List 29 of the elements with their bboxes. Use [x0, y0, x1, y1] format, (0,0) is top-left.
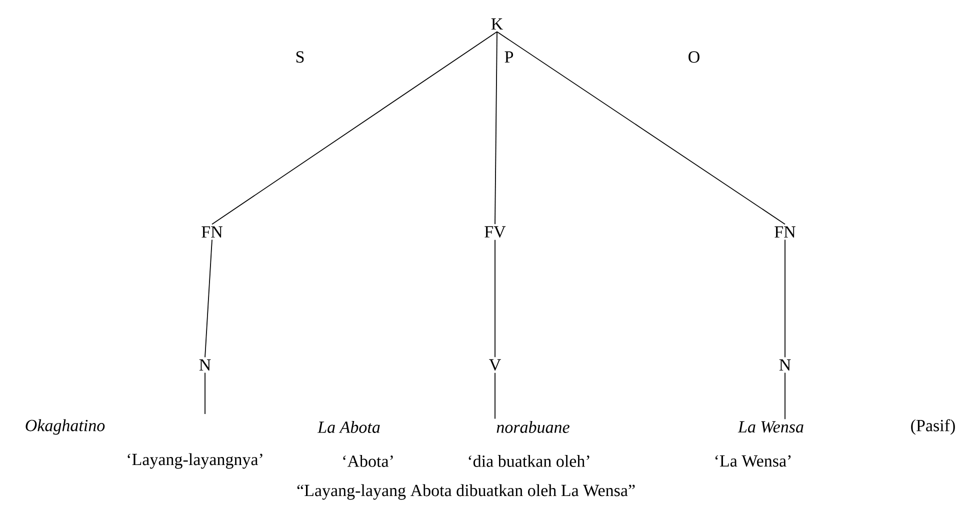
text-label: P: [504, 51, 514, 63]
text-label: Okaghatino: [26, 419, 105, 435]
tree-branch: [494, 31, 498, 225]
category-label: FV: [484, 226, 506, 238]
category-label: FN: [774, 226, 796, 238]
tree-branch: [494, 239, 496, 358]
tree-branch: [784, 372, 786, 420]
tree-branch: [212, 31, 498, 225]
text-label: O: [688, 51, 700, 63]
text-label: ‘La Wensa’: [715, 455, 791, 467]
tree-branch: [784, 239, 786, 358]
category-label: K: [491, 18, 503, 30]
word-label: norabuane: [496, 421, 570, 433]
category-label: V: [489, 359, 501, 371]
text-label: ‘dia buatkan oleh’: [468, 455, 590, 467]
text-label: “Layang-layang Abota dibuatkan oleh La Wensa”: [297, 484, 635, 500]
category-label: N: [779, 359, 791, 371]
tree-branch: [496, 31, 786, 225]
category-label: N: [199, 359, 211, 371]
category-label: FN: [202, 226, 222, 238]
text-label: ‘Layang-layangnya’: [128, 453, 262, 469]
text-label: (Pasif): [911, 419, 955, 435]
text-label: S: [296, 51, 304, 63]
tree-branch: [494, 372, 496, 420]
text-label: ‘Abota’: [343, 455, 393, 467]
text-label: La Abota: [317, 421, 380, 433]
word-label: La Wensa: [738, 421, 804, 433]
tree-branch: [204, 372, 206, 414]
tree-branch: [204, 239, 212, 358]
